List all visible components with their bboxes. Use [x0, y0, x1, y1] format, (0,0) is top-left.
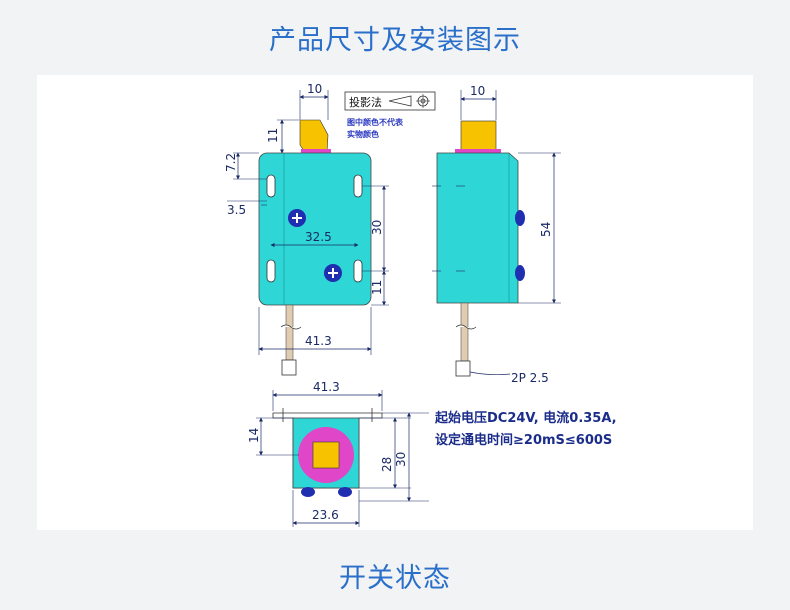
projection-cone-icon — [388, 95, 412, 107]
side-screw-icon — [515, 210, 525, 226]
color-note-line2: 实物颜色 — [347, 129, 379, 139]
side-view: 2P 2.5 10 54 — [432, 84, 561, 385]
screw-icon — [288, 209, 306, 227]
top-plunger — [312, 441, 340, 469]
spec-line-1: 起始电压DC24V, 电流0.35A, — [434, 410, 617, 426]
projection-label: 投影法 — [349, 95, 382, 109]
mount-slot — [266, 174, 276, 198]
dim-front-pin-width: 10 — [307, 82, 322, 96]
section-title: 开关状态 — [339, 563, 451, 594]
dim-front-bottom-offset: 11 — [370, 280, 384, 295]
projection-legend: 投影法 图中颜色不代表 实物颜色 — [344, 91, 436, 139]
bottom-screw-icon — [338, 487, 352, 497]
front-plunger-base — [301, 149, 331, 154]
screw-icon — [324, 264, 342, 282]
page-title: 产品尺寸及安装图示 — [269, 25, 521, 56]
side-body — [436, 152, 519, 304]
dim-front-vertical-spacing: 30 — [370, 220, 384, 235]
front-wire — [285, 304, 294, 361]
mount-slot — [353, 259, 363, 283]
dim-top-pin-height: 14 — [247, 428, 261, 443]
dimension-drawing: 10 11 7.2 3.5 32.5 30 11 41.3 投影法 — [224, 82, 617, 527]
dim-front-hole-spacing: 32.5 — [305, 230, 332, 244]
dim-front-width: 41.3 — [305, 334, 332, 348]
dim-front-pin-height: 11 — [266, 128, 280, 143]
side-plunger — [460, 120, 497, 153]
mount-slot — [266, 259, 276, 283]
side-screw-icon — [515, 265, 525, 281]
dim-front-slot-offset: 3.5 — [227, 203, 246, 217]
top-view: 41.3 14 28 30 23.6 — [247, 380, 429, 527]
mount-slot — [353, 174, 363, 198]
front-view: 10 11 7.2 3.5 32.5 30 11 41.3 — [224, 82, 389, 376]
dim-side-pin-width: 10 — [470, 84, 485, 98]
dim-top-inner-height: 28 — [380, 457, 394, 472]
side-connector — [455, 360, 471, 377]
side-connector-label: 2P 2.5 — [511, 371, 549, 385]
front-connector — [281, 359, 297, 376]
side-wire — [460, 302, 469, 362]
front-body — [258, 152, 372, 306]
color-note-line1: 图中颜色不代表 — [347, 117, 404, 127]
spec-line-2: 设定通电时间≥20mS≤600S — [435, 432, 612, 448]
bottom-screw-icon — [301, 487, 315, 497]
projection-circle-icon — [416, 94, 430, 108]
diagram-panel: 10 11 7.2 3.5 32.5 30 11 41.3 投影法 — [37, 75, 753, 530]
dim-front-top-offset: 7.2 — [224, 153, 238, 172]
front-plunger — [299, 119, 329, 153]
dim-top-base-width: 23.6 — [312, 508, 339, 522]
dim-side-height: 54 — [539, 222, 553, 237]
dim-top-width: 41.3 — [313, 380, 340, 394]
dim-top-outer-height: 30 — [394, 452, 408, 467]
